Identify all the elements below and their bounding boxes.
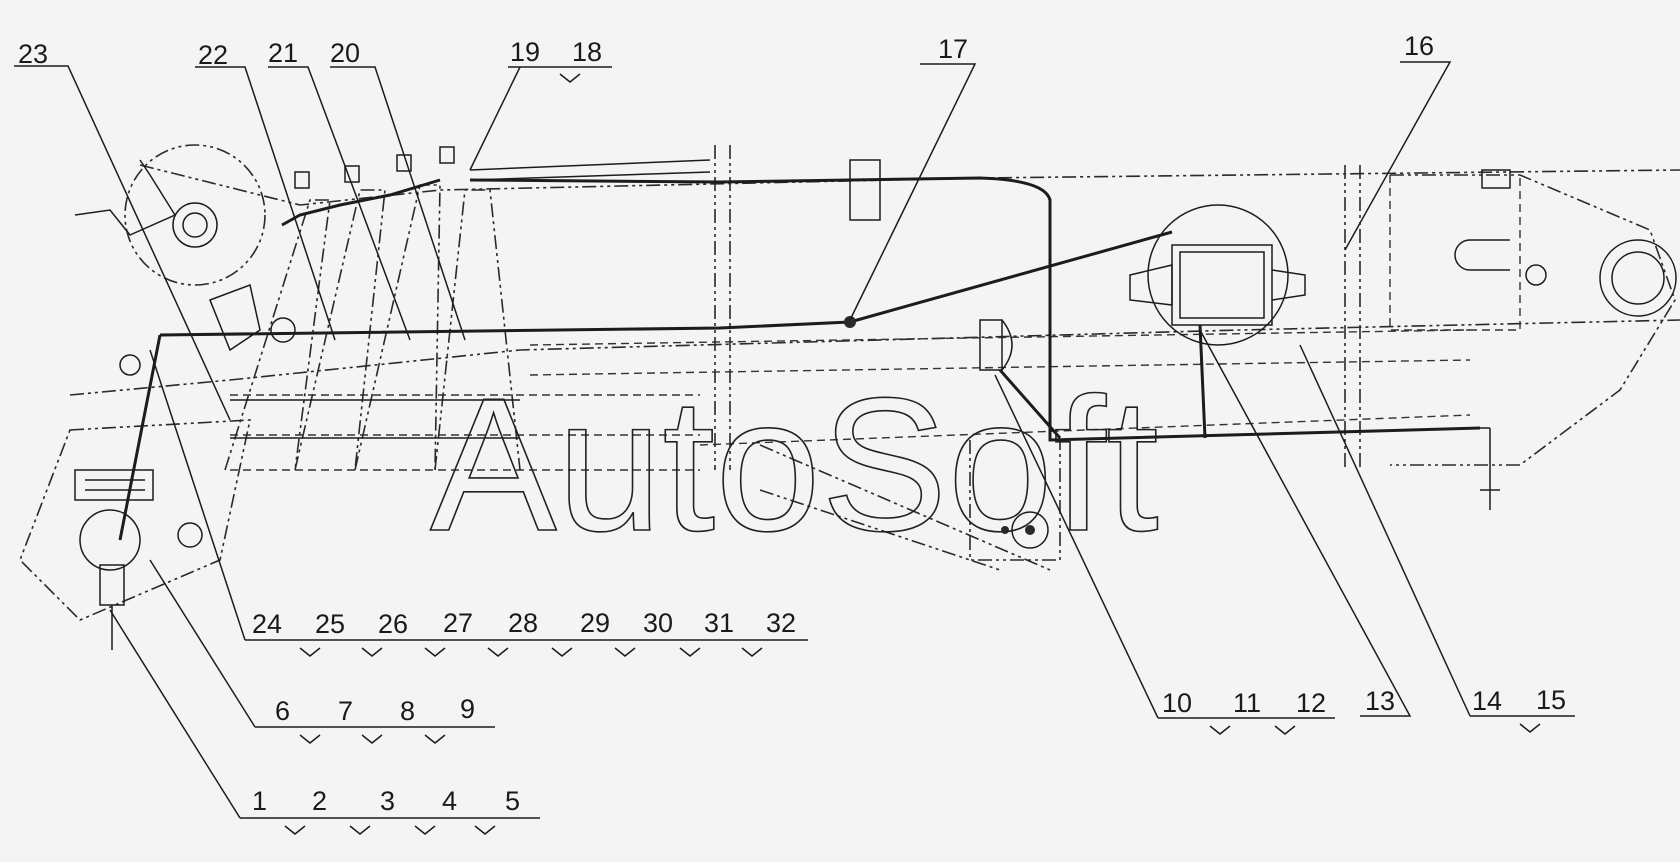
callout-24: 24 (252, 609, 282, 639)
callout-25: 25 (315, 609, 345, 639)
callout-5: 5 (505, 786, 520, 816)
callout-22: 22 (198, 40, 228, 70)
callout-30: 30 (643, 608, 673, 638)
callout-12: 12 (1296, 688, 1326, 718)
callout-14: 14 (1472, 686, 1502, 716)
wiring-harness (99, 176, 1500, 650)
watermark-text: AutoSoft (430, 359, 1159, 571)
callout-32: 32 (766, 608, 796, 638)
callout-2: 2 (312, 786, 327, 816)
callout-6: 6 (275, 696, 290, 726)
callout-31: 31 (704, 608, 734, 638)
callout-1: 1 (252, 786, 267, 816)
callout-13: 13 (1365, 686, 1395, 716)
callout-labels: 23 22 21 20 19 18 17 16 24 25 26 27 28 2… (18, 31, 1566, 816)
leader-lines (14, 61, 1575, 835)
callout-7: 7 (338, 696, 353, 726)
callout-28: 28 (508, 608, 538, 638)
callout-21: 21 (268, 38, 298, 68)
callout-9: 9 (460, 694, 475, 724)
boom-structure (19, 144, 1680, 621)
callout-29: 29 (580, 608, 610, 638)
callout-4: 4 (442, 786, 457, 816)
callout-10: 10 (1162, 688, 1192, 718)
callout-23: 23 (18, 39, 48, 69)
callout-15: 15 (1536, 685, 1566, 715)
callout-20: 20 (330, 38, 360, 68)
callout-16: 16 (1404, 31, 1434, 61)
callout-19: 19 (510, 37, 540, 67)
callout-11: 11 (1233, 688, 1261, 718)
callout-18: 18 (572, 37, 602, 67)
lamp-brackets (224, 146, 521, 471)
callout-26: 26 (378, 609, 408, 639)
callout-17: 17 (938, 34, 968, 64)
callout-8: 8 (400, 696, 415, 726)
callout-27: 27 (443, 608, 473, 638)
callout-3: 3 (380, 786, 395, 816)
